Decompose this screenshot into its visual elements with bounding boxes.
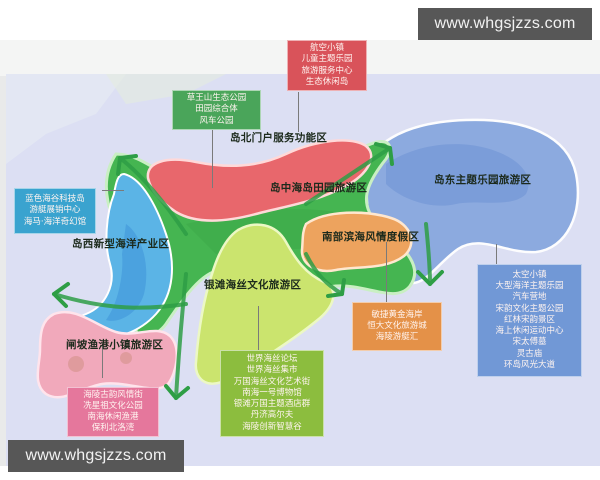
info-item: 宋太傅墓 (512, 337, 547, 348)
connector-west-marine (102, 190, 124, 191)
info-item: 游艇展销中心 (29, 205, 81, 216)
connector-central-farm (212, 118, 213, 188)
zone-label-fishing-town: 闸坡渔港小镇旅游区 (66, 339, 164, 351)
info-item: 太空小镇 (512, 270, 547, 281)
connector-fishing-town (102, 344, 103, 378)
info-item: 世界海丝论坛 (246, 354, 298, 365)
info-item: 恒大文化旅游城 (367, 320, 427, 331)
info-item: 海陵创新智慧谷 (242, 421, 302, 432)
info-box-fishing-town: 海陵古韵风情街 冼星祖文化公园 南海休闲渔港 保利北洛湾 (67, 387, 159, 437)
info-item: 海上休闲运动中心 (495, 326, 564, 337)
info-item: 大型海洋主题乐园 (495, 281, 564, 292)
info-item: 田园综合体 (195, 104, 238, 115)
info-item: 敏捷黄金海岸 (371, 309, 423, 320)
zone-label-west-marine: 岛西新型海洋产业区 (72, 238, 170, 250)
info-item: 风车公园 (199, 115, 234, 126)
zone-fishing-town (36, 311, 178, 399)
info-item: 儿童主题乐园 (301, 54, 353, 65)
info-box-east-theme-park: 太空小镇 大型海洋主题乐园 汽车营地 宋韵文化主题公园 红林宋韵景区 海上休闲运… (477, 264, 582, 377)
info-item: 丹济高尔夫 (250, 410, 294, 421)
info-item: 南海一号博物馆 (242, 387, 302, 398)
left-edge-strip (0, 76, 8, 466)
info-box-central-farm: 草王山生态公园 田园综合体 风车公园 (172, 90, 261, 130)
zone-label-north-gateway: 岛北门户服务功能区 (230, 132, 328, 144)
info-item: 海陵古韵风情街 (83, 389, 143, 400)
info-item: 灵古庙 (516, 348, 543, 359)
zone-south-resort (300, 211, 413, 273)
info-item: 生态休闲岛 (305, 76, 349, 87)
info-item: 保利北洛湾 (91, 423, 135, 434)
zone-label-silver-beach: 银滩海丝文化旅游区 (204, 279, 302, 291)
info-item: 蓝色海谷科技岛 (25, 194, 85, 205)
info-item: 银滩万国主题酒店群 (233, 399, 311, 410)
watermark-bottom-left: www.whgsjzzs.com (8, 440, 184, 472)
info-box-silver-beach: 世界海丝论坛 世界海丝集市 万国海丝文化艺术街 南海一号博物馆 银滩万国主题酒店… (220, 350, 324, 437)
info-item: 环岛风光大道 (503, 359, 555, 370)
connector-north-gateway (298, 92, 299, 132)
watermark-top-right: www.whgsjzzs.com (418, 8, 592, 40)
info-item: 宋韵文化主题公园 (495, 303, 564, 314)
info-item: 南海休闲渔港 (87, 412, 139, 422)
zone-label-east-theme-park: 岛东主题乐园旅游区 (434, 174, 532, 186)
info-item: 冼星祖文化公园 (83, 400, 143, 411)
info-item: 旅游服务中心 (301, 65, 353, 76)
zone-label-south-resort: 南部滨海风情度假区 (322, 231, 420, 243)
info-item: 红林宋韵景区 (503, 314, 555, 325)
connector-south-resort (386, 242, 387, 302)
info-box-west-marine: 蓝色海谷科技岛 游艇展销中心 海马·海洋奇幻馆 (14, 188, 96, 234)
info-box-south-resort: 敏捷黄金海岸 恒大文化旅游城 海陵游艇汇 (352, 302, 442, 351)
zone-label-central-farm: 岛中海岛田园旅游区 (270, 182, 368, 194)
info-item: 海马·海洋奇幻馆 (23, 216, 87, 227)
info-item: 草王山生态公园 (186, 93, 247, 104)
info-item: 汽车营地 (512, 292, 547, 303)
info-item: 世界海丝集市 (246, 365, 298, 376)
info-item: 海陵游艇汇 (375, 332, 419, 343)
info-item: 航空小镇 (309, 43, 344, 54)
info-box-north-gateway: 航空小镇 儿童主题乐园 旅游服务中心 生态休闲岛 (287, 40, 367, 91)
info-item: 万国海丝文化艺术街 (233, 376, 311, 387)
connector-silver-beach (258, 306, 259, 350)
growth-arrows (52, 142, 444, 400)
